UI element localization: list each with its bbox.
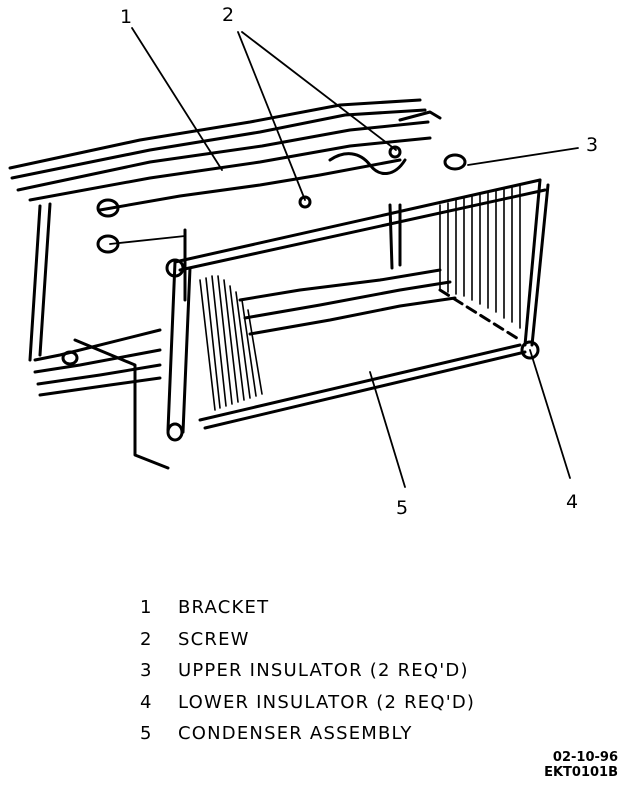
leader-3: [467, 147, 579, 166]
upper-insulator: [96, 153, 467, 278]
leader-2b: [241, 31, 397, 151]
legend-label: LOWER INSULATOR (2 REQ'D): [178, 691, 476, 713]
callout-1: 1: [120, 6, 133, 28]
legend-item: 2 SCREW: [140, 624, 475, 656]
legend-label: CONDENSER ASSEMBLY: [178, 723, 413, 745]
legend-item: 4 LOWER INSULATOR (2 REQ'D): [140, 687, 475, 719]
legend-label: UPPER INSULATOR (2 REQ'D): [178, 660, 469, 682]
legend-number: 3: [140, 660, 153, 682]
legend-number: 4: [140, 691, 153, 713]
parts-legend: 1 BRACKET 2 SCREW 3 UPPER INSULATOR (2 R…: [140, 592, 475, 750]
figure-stamp: 02-10-96 EKT0101B: [544, 750, 618, 780]
legend-label: BRACKET: [178, 597, 270, 619]
leader-1: [131, 27, 223, 171]
condenser-fins: [199, 183, 521, 411]
legend-item: 5 CONDENSER ASSEMBLY: [140, 718, 475, 750]
figure-date: 02-10-96: [552, 750, 618, 765]
callout-2: 2: [222, 4, 235, 26]
legend-label: SCREW: [178, 628, 250, 650]
leader-2a: [237, 31, 306, 201]
radiator-support: [8, 98, 457, 397]
leader-4: [529, 349, 571, 479]
callout-4: 4: [566, 491, 579, 513]
lower-insulator: [61, 340, 540, 442]
callout-5: 5: [396, 497, 409, 519]
bracket: [73, 228, 187, 470]
screw: [298, 145, 402, 209]
leader-lines: [109, 27, 579, 488]
leader-5: [369, 371, 406, 488]
callout-3: 3: [586, 134, 599, 156]
legend-item: 3 UPPER INSULATOR (2 REQ'D): [140, 655, 475, 687]
leader-bracket-insulator: [109, 235, 186, 245]
legend-number: 1: [140, 597, 153, 619]
condenser-assembly: [166, 178, 550, 434]
legend-item: 1 BRACKET: [140, 592, 475, 624]
condenser-exploded-view: [8, 27, 579, 488]
legend-number: 5: [140, 723, 153, 745]
legend-number: 2: [140, 628, 153, 650]
figure-code: EKT0101B: [544, 765, 618, 780]
